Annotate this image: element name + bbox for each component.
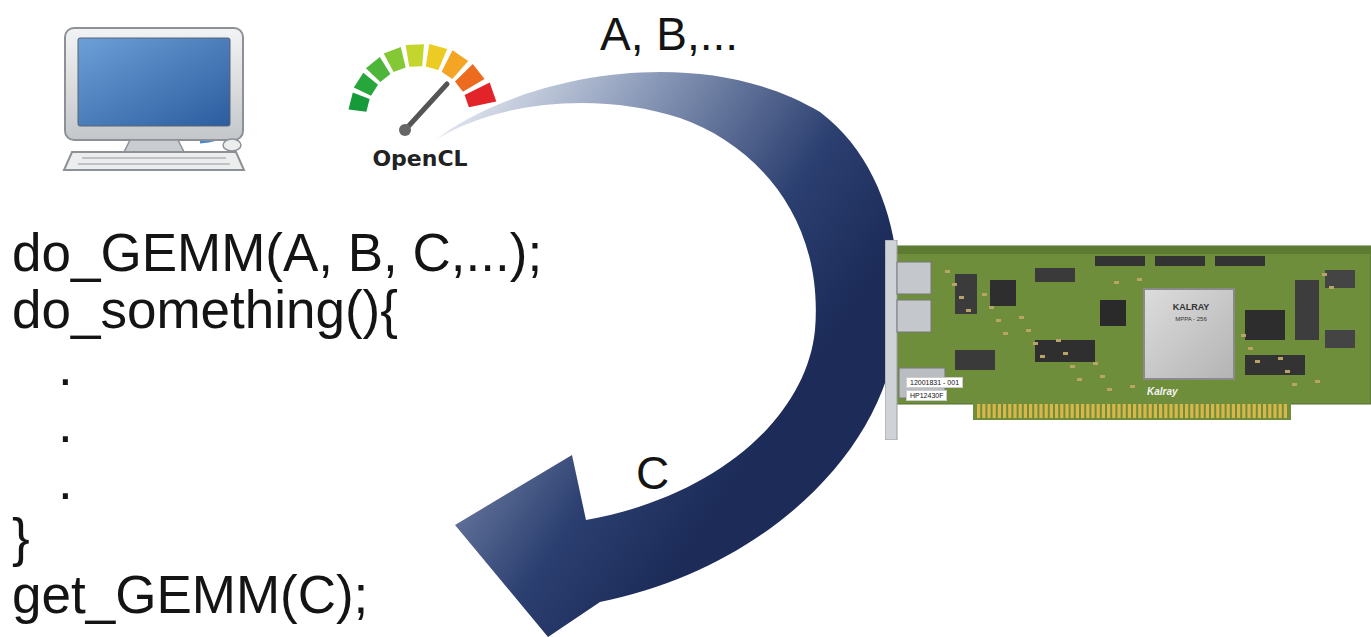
code-line: do_GEMM(A, B, C,...); [12,224,542,281]
chip-brand: KALRAY [1145,302,1237,313]
code-ellipsis-dot: . [58,452,73,509]
output-data-label: C [636,445,669,502]
sticker-text: 12001831 - 001 [906,377,963,388]
input-data-label: A, B,... [600,6,738,63]
sticker-text: HP12430F [906,390,947,401]
logo-text: OpenCL [335,146,505,172]
computer-icon [64,28,244,170]
opencl-logo: OpenCL [335,30,505,190]
accelerator-board: Kalray KALRAY MPPA - 256 [885,240,1371,440]
code-line: do_something(){ [12,281,398,338]
code-ellipsis-dot: . [58,395,73,452]
pcb-board-illustration [885,240,1371,440]
board-brand: Kalray [1147,386,1217,398]
curved-flow-arrow [435,72,899,637]
code-line: get_GEMM(C); [12,566,368,623]
code-line: } [12,509,30,566]
chip-model: MPPA - 256 [1145,316,1237,323]
processor-chip: KALRAY MPPA - 256 [1143,288,1235,380]
code-ellipsis-dot: . [58,338,73,395]
